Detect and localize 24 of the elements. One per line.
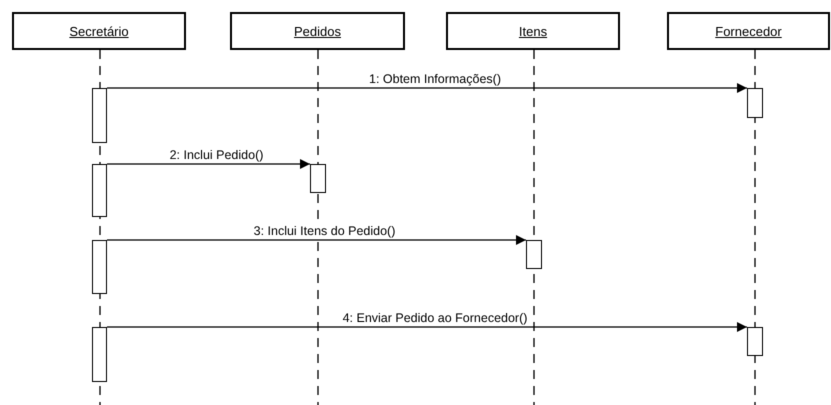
activation-bar <box>747 88 763 118</box>
object-name: Pedidos <box>294 24 341 38</box>
activation-bar <box>526 240 542 269</box>
edge-label: 2: Inclui Pedido() <box>168 148 264 162</box>
lifeline-head-box <box>230 12 405 50</box>
message-arrow <box>107 235 526 245</box>
lifeline-head-box <box>446 12 620 50</box>
activation-bar <box>92 88 107 143</box>
activation-bar <box>92 240 107 294</box>
edge-label: 3: Inclui Itens do Pedido() <box>252 224 396 238</box>
object-name: Secretário <box>69 24 129 38</box>
activation-bar <box>310 164 326 193</box>
lifeline-head-box <box>12 12 186 50</box>
edge-label: 4: Enviar Pedido ao Fornecedor() <box>342 311 528 325</box>
activation-bar <box>92 164 107 217</box>
activation-bar <box>92 327 107 382</box>
message-arrow <box>107 83 747 93</box>
message-arrow <box>107 322 747 332</box>
activation-bar <box>747 327 763 356</box>
object-name: Itens <box>518 24 548 38</box>
message-arrow <box>107 159 310 169</box>
edge-label: 1: Obtem Informações() <box>368 72 502 86</box>
object-name: Fornecedor <box>715 24 782 38</box>
lifeline-head-box <box>667 12 830 50</box>
